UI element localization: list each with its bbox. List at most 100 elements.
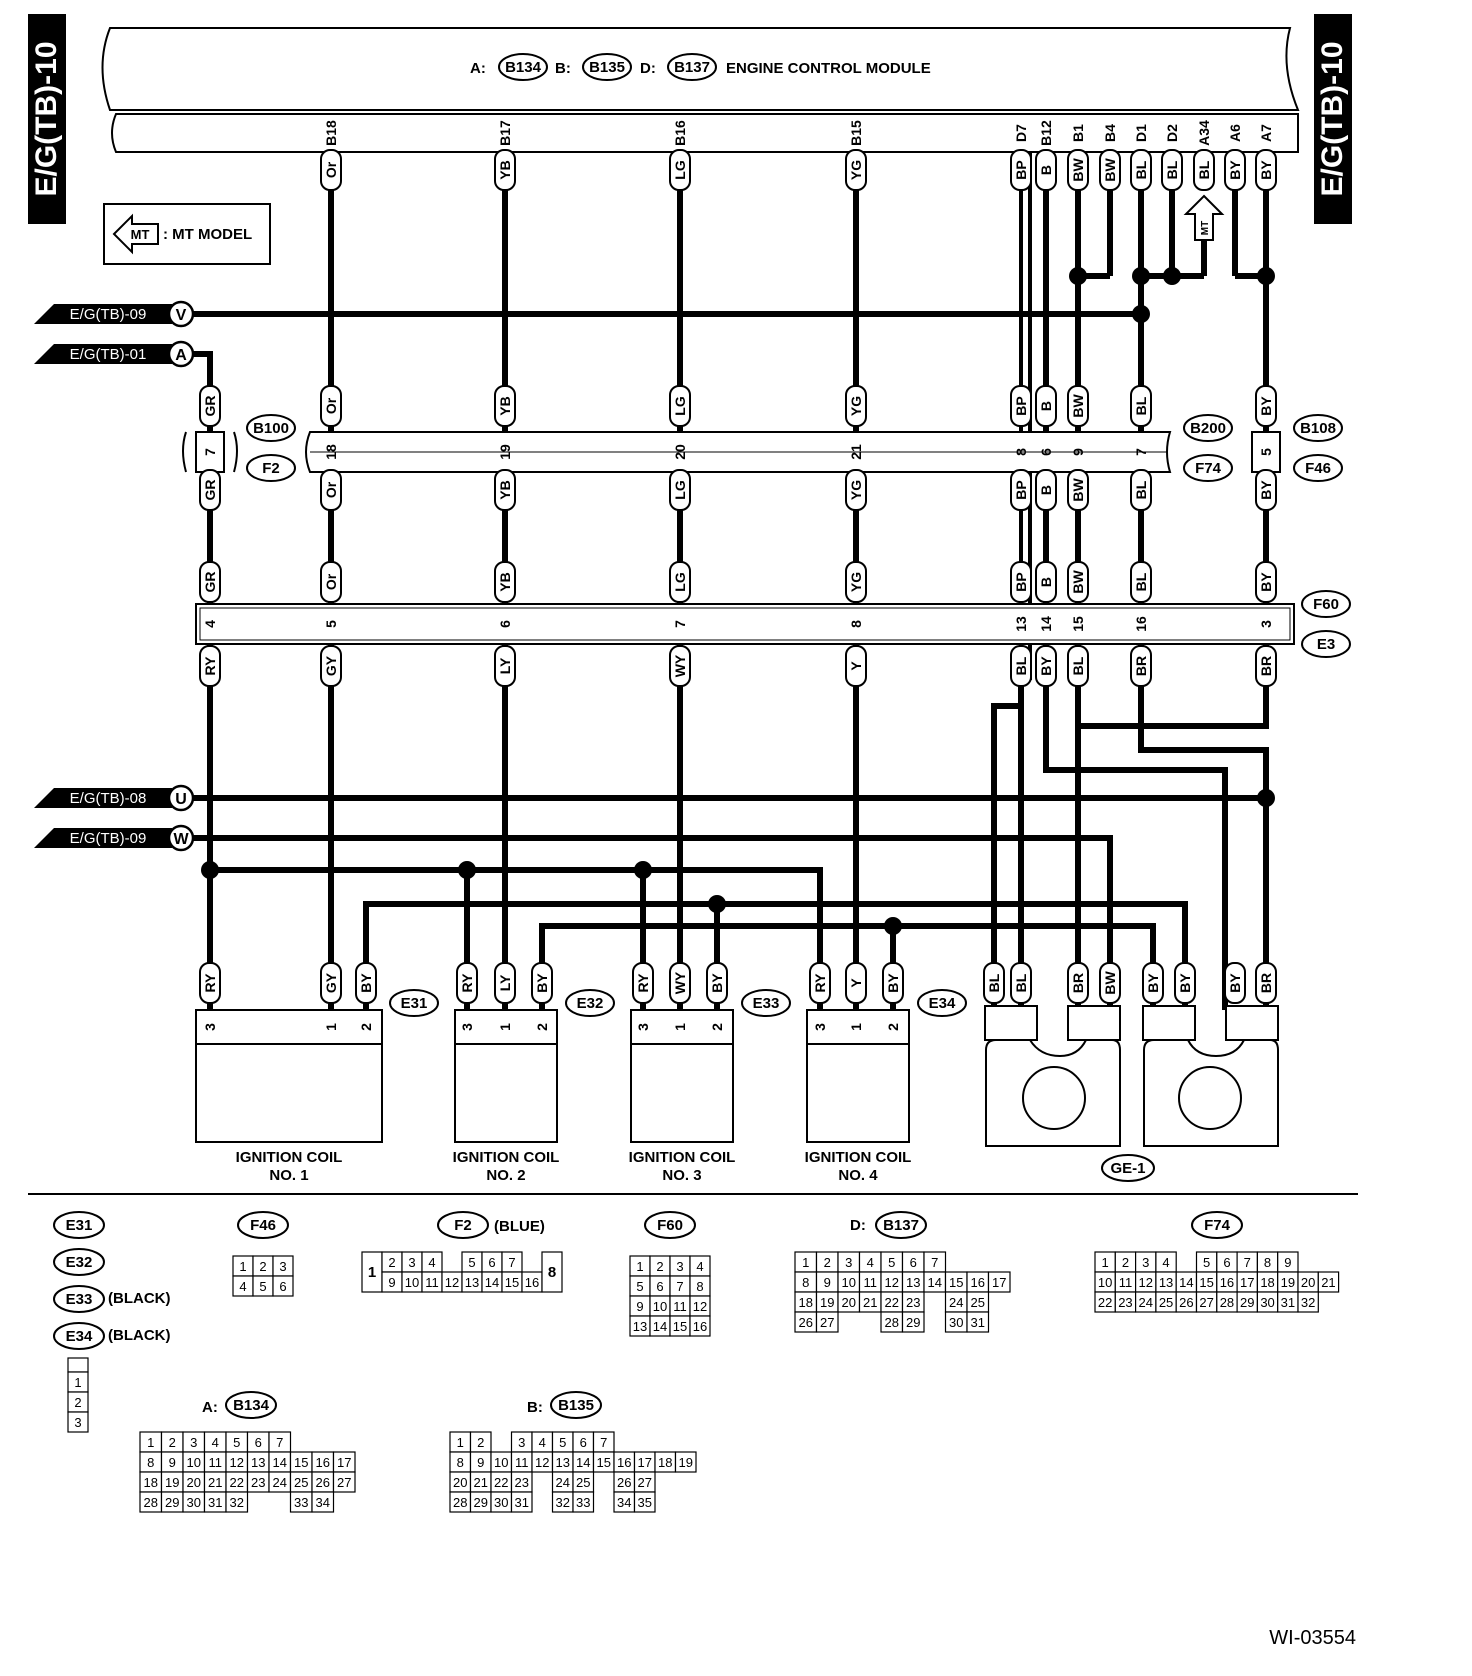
- legend-b137-pin-13: 13: [906, 1275, 920, 1290]
- legend-b137-pin-4: 4: [867, 1255, 874, 1270]
- legend-f2-r1-pin-3: 3: [408, 1255, 415, 1270]
- legend-f60-pin-2: 2: [656, 1259, 663, 1274]
- legend-b135-pin-4: 4: [539, 1435, 546, 1450]
- joint1-pin-9-group: 5: [1258, 448, 1274, 456]
- joint2-upper-color-4: YG: [848, 572, 864, 592]
- legend-b135-pin-15: 15: [597, 1455, 611, 1470]
- coil3-color-0-group: RY: [635, 973, 651, 993]
- ecm-pin-D1: D1: [1133, 124, 1149, 142]
- joint2-pin-5-group: 13: [1013, 616, 1029, 632]
- ecm-wire-color-3: YG: [848, 160, 864, 180]
- coil4-color-0-group: RY: [812, 973, 828, 993]
- joint1-mid-top: B200: [1190, 420, 1226, 437]
- coil4-pin-1-group: 1: [848, 1023, 864, 1031]
- legend-b134-pin-11: 11: [209, 1455, 223, 1470]
- legend-b134-pin-28: 28: [144, 1495, 158, 1510]
- joint1-upper-color-6: B: [1038, 401, 1054, 411]
- legend-f60-pin-14: 14: [653, 1319, 667, 1334]
- mt-arrow-badge: MT: [1200, 221, 1211, 235]
- legend-f60-pin-1: 1: [636, 1259, 643, 1274]
- legend-b134-pin-7: 7: [276, 1435, 283, 1450]
- joint1-pin-1: 18: [323, 444, 339, 460]
- joint1-lower-color-0-shape: [199, 469, 221, 511]
- legend-b135-pin-28: 28: [453, 1495, 467, 1510]
- ground-label: GE-1: [1110, 1160, 1145, 1177]
- legend-b137-pin-15: 15: [949, 1275, 963, 1290]
- joint1-lower-color-8-shape: [1130, 469, 1152, 511]
- coil2-conn-shape: [565, 989, 615, 1017]
- legend-b137-pin-10: 10: [842, 1275, 856, 1290]
- legend-b137-pin-27: 27: [820, 1315, 834, 1330]
- joint1-lower-color-3: LG: [672, 480, 688, 500]
- ecm-wire-color-8: BL: [1133, 160, 1149, 179]
- ecm-pin-A6: A6: [1227, 124, 1243, 142]
- ecm-wire-color-7-group: BW: [1102, 158, 1118, 182]
- ecm-pin-D7: D7: [1013, 124, 1029, 142]
- legend-b137-pin-16: 16: [971, 1275, 985, 1290]
- coil3-color-1-shape: [669, 962, 691, 1004]
- joint1-lower-color-7-group: BW: [1070, 478, 1086, 502]
- legend-f2-r1-pin-6: 6: [488, 1255, 495, 1270]
- joint1-lower-color-7: BW: [1070, 478, 1086, 502]
- joint2-pin-6: 14: [1038, 616, 1054, 632]
- coil3-name: IGNITION COIL: [629, 1149, 736, 1166]
- ecm-wire-color-10-shape: [1193, 149, 1215, 191]
- joint1-pin-8: 7: [1133, 448, 1149, 456]
- joint1-right-bottom: F46: [1305, 460, 1331, 477]
- joint2-upper-color-0-shape: [199, 561, 221, 603]
- coil3-color-0: RY: [635, 973, 651, 993]
- coil2-pin-2-group: 2: [534, 1023, 550, 1031]
- coil1-color-1-group: GY: [323, 972, 339, 993]
- ecm-pin-B1-group: B1: [1070, 124, 1086, 142]
- legend-f2-r2-pin-11: 11: [425, 1275, 439, 1290]
- legend-f2-r1-pin-5: 5: [468, 1255, 475, 1270]
- joint2-pin-0: 4: [202, 620, 218, 628]
- ecm-pin-A6-group: A6: [1227, 124, 1243, 142]
- legend-f60-pin-16: 16: [693, 1319, 707, 1334]
- legend-b137-pin-26: 26: [799, 1315, 813, 1330]
- legend-b134-pin-4: 4: [212, 1435, 219, 1450]
- joint1-upper-color-1: Or: [323, 397, 339, 414]
- ref-label-3: E/G(TB)-09: [70, 830, 147, 847]
- ecm-wire-color-10: BL: [1196, 160, 1212, 179]
- ground-color-5-group: BY: [1177, 973, 1193, 993]
- coil2-color-1-group: LY: [497, 974, 513, 991]
- ref-circle-letter-2: U: [175, 791, 187, 808]
- joint1-lower-color-0-group: GR: [202, 480, 218, 501]
- coil2-pin-0: 3: [459, 1023, 475, 1031]
- joint2-lower-color-7: BL: [1070, 656, 1086, 675]
- joint2-upper-color-5: BP: [1013, 572, 1029, 591]
- coil4-color-2-shape: [882, 962, 904, 1004]
- legend-f74-pin-21: 21: [1321, 1275, 1335, 1290]
- joint1-upper-color-7-shape: [1067, 385, 1089, 427]
- joint1-upper-color-5-shape: [1010, 385, 1032, 427]
- legend-f74-pin-3: 3: [1142, 1255, 1149, 1270]
- joint2-upper-color-7-shape: [1067, 561, 1089, 603]
- legend-b135-pin-1: 1: [457, 1435, 464, 1450]
- joint1-lower-color-3-shape: [669, 469, 691, 511]
- legend-b134-pin-18: 18: [144, 1475, 158, 1490]
- legend-b134-pin-10: 10: [187, 1455, 201, 1470]
- joint2-lower-color-2-group: LY: [497, 657, 513, 674]
- coil1-color-0-group: RY: [202, 973, 218, 993]
- coil2-pin-1-group: 1: [497, 1023, 513, 1031]
- joint1-pin-1-group: 18: [323, 444, 339, 460]
- joint1-lower-color-1-group: Or: [323, 481, 339, 498]
- joint2-upper-color-2-group: YB: [497, 572, 513, 591]
- legend-b135-pin-9: 9: [477, 1455, 484, 1470]
- legend-b134-label-shape: [225, 1391, 277, 1419]
- legend-b135-label-shape: [550, 1391, 602, 1419]
- legend-b134-pin-8: 8: [147, 1455, 154, 1470]
- joint2-upper-color-4-shape: [845, 561, 867, 603]
- joint1-upper-color-4-shape: [845, 385, 867, 427]
- legend-b137-pin-31: 31: [971, 1315, 985, 1330]
- legend-b137-pin-6: 6: [910, 1255, 917, 1270]
- ecm-wire-color-3-shape: [845, 149, 867, 191]
- joint1-upper-color-5: BP: [1013, 396, 1029, 415]
- side-tab-right: E/G(TB)-10: [1314, 14, 1352, 224]
- coil4-color-2-group: BY: [885, 973, 901, 993]
- ground-color-5: BY: [1177, 973, 1193, 993]
- coil3-connector: E33: [753, 995, 780, 1012]
- ecm-wire-color-4-shape: [1010, 149, 1032, 191]
